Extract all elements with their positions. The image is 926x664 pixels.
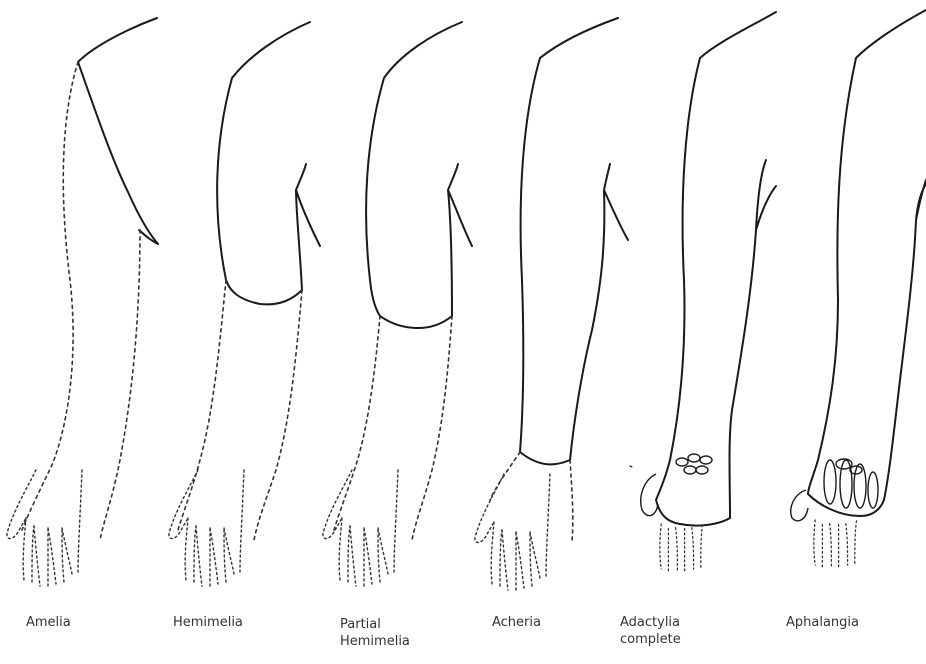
label-amelia: Amelia bbox=[26, 614, 71, 631]
label-line-1: Adactylia bbox=[620, 614, 681, 631]
missing-forearm-outline bbox=[334, 316, 452, 540]
label-partial-hemimelia: Partial Hemimelia bbox=[340, 616, 410, 650]
missing-forearm-outline bbox=[178, 280, 302, 540]
figure-aphalangia bbox=[791, 10, 926, 567]
arm-outline bbox=[656, 12, 776, 526]
label-acheria: Acheria bbox=[492, 614, 541, 631]
label-line-2: Hemimelia bbox=[340, 633, 410, 650]
arm-outline bbox=[808, 10, 926, 516]
figure-partial-hemimelia bbox=[323, 22, 472, 586]
arm-outline bbox=[520, 18, 628, 464]
figure-amelia bbox=[7, 18, 158, 586]
figure-acheria bbox=[475, 18, 628, 590]
shoulder-stump-line bbox=[78, 18, 158, 244]
upper-arm-outline bbox=[217, 22, 320, 304]
label-hemimelia: Hemimelia bbox=[173, 614, 243, 631]
figure-hemimelia bbox=[169, 22, 320, 586]
figure-adactylia bbox=[630, 12, 776, 571]
missing-hand-outline bbox=[490, 452, 573, 540]
upper-arm-outline bbox=[366, 22, 472, 328]
label-line-1: Partial bbox=[340, 616, 410, 633]
label-adactylia-complete: Adactylia complete bbox=[620, 614, 681, 648]
label-aphalangia: Aphalangia bbox=[786, 614, 859, 631]
label-line-2: complete bbox=[620, 631, 681, 648]
missing-arm-outline bbox=[22, 62, 78, 530]
